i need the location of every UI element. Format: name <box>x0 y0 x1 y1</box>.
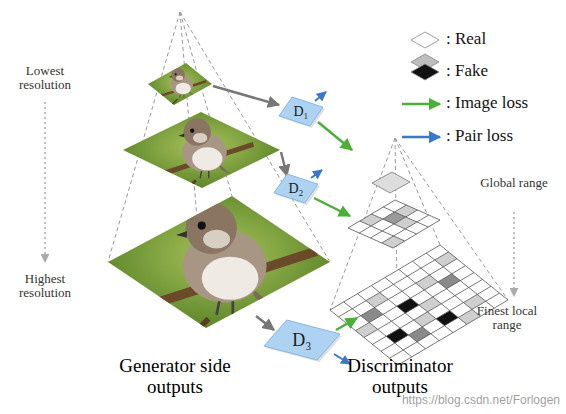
axis-label: Highest resolution <box>5 272 85 301</box>
axis-label: Global range <box>478 176 550 190</box>
shape-outline <box>264 320 340 360</box>
caption-label: Discriminator outputs <box>330 356 470 398</box>
watermark: https://blog.csdn.net/Forlogen <box>300 394 560 407</box>
shape-outline <box>279 97 323 126</box>
discriminator-node: D₁ <box>279 97 323 126</box>
output-arrow <box>213 86 287 330</box>
output-grid <box>348 200 440 248</box>
caption-label: Generator side outputs <box>95 356 255 398</box>
range-arrow <box>513 212 515 296</box>
pair-loss-arrow <box>311 92 350 364</box>
output-grid <box>372 172 410 193</box>
node-label: D₃ <box>264 320 340 360</box>
image-loss-arrow <box>314 122 357 330</box>
node-label: D₁ <box>279 97 323 126</box>
side-output-image <box>148 63 212 106</box>
legend-text: : Real <box>446 29 486 49</box>
legend-text: : Fake <box>446 61 488 81</box>
legend-sample <box>402 136 440 139</box>
legend-text: : Pair loss <box>446 126 513 146</box>
axis-label: Lowest resolution <box>5 64 85 93</box>
resolution-arrow <box>44 102 46 262</box>
legend-sample <box>402 103 440 106</box>
legend-text: : Image loss <box>446 93 528 113</box>
discriminator-node: D₂ <box>274 174 318 203</box>
discriminator-node: D₃ <box>264 320 340 360</box>
side-output-image <box>123 112 280 195</box>
pyramid-line <box>330 138 508 365</box>
node-label: D₂ <box>274 174 318 203</box>
legend-swatch <box>411 64 439 80</box>
legend-swatch <box>411 32 439 48</box>
axis-label: Finest local range <box>474 304 540 333</box>
shape-outline <box>274 174 318 203</box>
